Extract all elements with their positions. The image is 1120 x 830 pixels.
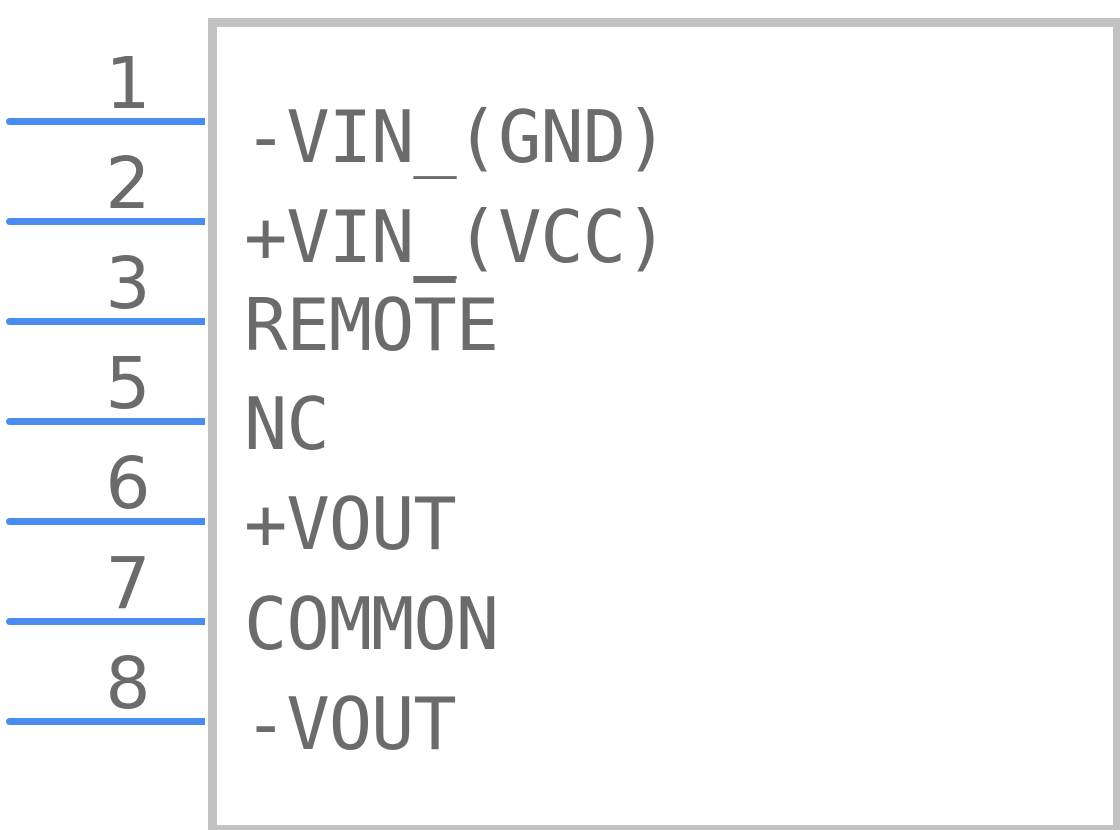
pin-number: 3 (105, 242, 151, 325)
pin-line (6, 318, 205, 325)
pin-label: -VIN_(GND) (244, 95, 668, 179)
pin-5: 5 (0, 348, 205, 425)
pin-line (6, 718, 205, 725)
pin-label-overline-part: T (413, 283, 456, 367)
pin-8: 8 (0, 648, 205, 725)
pin-label-part: REMO (244, 283, 414, 367)
pin-line (6, 118, 205, 125)
pin-label: REMOTE (244, 283, 499, 367)
pin-label-part: E (455, 283, 499, 367)
pin-line (6, 218, 205, 225)
component-body-outline (208, 18, 1120, 830)
pin-line (6, 618, 205, 625)
pin-number: 6 (105, 442, 151, 525)
pin-number: 1 (105, 42, 151, 125)
pin-1: 1 (0, 48, 205, 125)
pin-number: 8 (105, 642, 151, 725)
pin-6: 6 (0, 448, 205, 525)
pin-7: 7 (0, 548, 205, 625)
pin-label: NC (244, 382, 330, 466)
pin-2: 2 (0, 148, 205, 225)
pin-3: 3 (0, 248, 205, 325)
pin-line (6, 418, 205, 425)
pin-label: -VOUT (244, 682, 457, 766)
pin-label: COMMON (244, 582, 499, 666)
pin-line (6, 518, 205, 525)
pin-number: 2 (105, 142, 151, 225)
pin-label: +VOUT (244, 482, 457, 566)
pin-number: 7 (105, 542, 151, 625)
pin-number: 5 (105, 342, 151, 425)
pin-label: +VIN_(VCC) (244, 195, 668, 279)
